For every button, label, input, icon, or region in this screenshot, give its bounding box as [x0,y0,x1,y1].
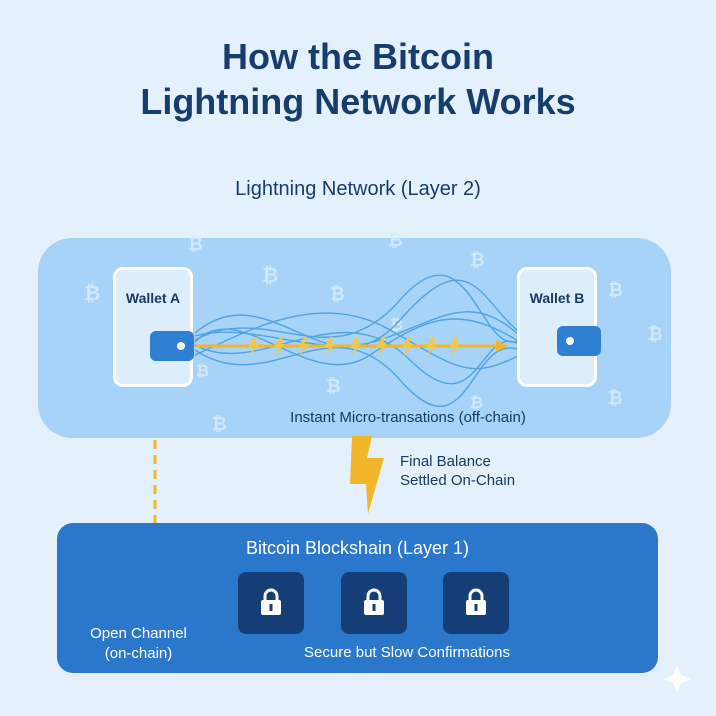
settlement-bolt-icon [350,436,384,514]
settlement-line-2: Settled On-Chain [400,472,516,489]
bitcoin-watermark-icon: ₿ [470,393,483,412]
wallet-a: Wallet A [113,267,193,387]
bitcoin-watermark-icon: ₿ [470,250,485,271]
bitcoin-watermark-icon: ₿ [608,388,623,409]
bitcoin-watermark-icon: ₿ [326,376,341,397]
bitcoin-watermark-icon: ₿ [388,230,403,251]
lock-icon [261,588,281,615]
sparkle-icon [663,665,691,693]
bitcoin-watermark-icon: ₿ [188,234,203,255]
slow-confirmations-label: Secure but Slow Confirmations [304,644,510,661]
wallet-b-icon [557,326,601,356]
micro-payment-bolts [248,337,460,357]
open-channel-line-1: Open Channel [90,625,187,642]
bitcoin-watermark-icon: ₿ [196,361,209,380]
micro-transactions-label: Instant Micro-transations (off-chain) [290,409,526,426]
title-line-2: Lightning Network Works [140,81,576,122]
lock-icon [364,588,384,615]
open-channel-label: Open Channel (on-chain) [76,624,201,664]
lock-icon [466,588,486,615]
wallet-a-label: Wallet A [125,290,181,306]
bitcoin-watermark-icon: ₿ [262,263,278,287]
block-2 [341,572,407,634]
bitcoin-watermark-icon: ₿ [330,284,345,305]
bitcoin-watermark-icon: ₿ [648,324,663,345]
wallet-a-icon [150,331,194,361]
layer2-heading: Lightning Network (Layer 2) [235,178,481,200]
bitcoin-watermark-icon: ₿ [84,281,100,305]
wallet-b-label: Wallet B [529,290,585,306]
page-title: How the Bitcoin Lightning Network Works [0,34,716,124]
block-3 [443,572,509,634]
bitcoin-watermark-icon: ₿ [212,414,227,435]
channel-lines [194,274,521,407]
title-line-1: How the Bitcoin [222,36,494,77]
block-1 [238,572,304,634]
layer1-heading: Bitcoin Blockshain (Layer 1) [245,538,470,558]
bitcoin-watermark-icon: ₿ [608,280,623,301]
open-channel-line-2: (on-chain) [104,645,173,662]
payment-arrow-head [496,340,508,352]
settlement-label: Final Balance Settled On-Chain [400,452,515,490]
settlement-line-1: Final Balance [400,453,491,470]
